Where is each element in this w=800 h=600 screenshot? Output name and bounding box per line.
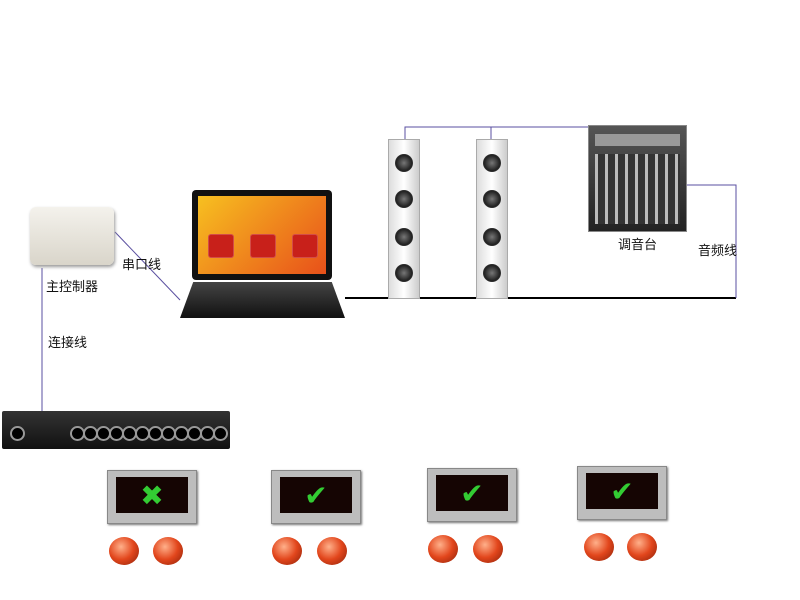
mixer (588, 125, 687, 232)
station-display-1: ✖ (107, 470, 197, 524)
check-icon: ✔ (436, 475, 508, 511)
buzzer-button[interactable] (272, 537, 302, 565)
main-controller (30, 207, 114, 265)
station-display-3: ✔ (427, 468, 517, 522)
buzzer-button[interactable] (317, 537, 347, 565)
buzzer-button[interactable] (153, 537, 183, 565)
connect-line-label: 连接线 (48, 336, 88, 351)
check-icon: ✔ (280, 477, 352, 513)
serial-line-label: 串口线 (122, 258, 162, 273)
cross-icon: ✖ (116, 477, 188, 513)
controller-label: 主控制器 (46, 280, 99, 295)
buzzer-button[interactable] (428, 535, 458, 563)
check-icon: ✔ (586, 473, 658, 509)
speaker-2 (476, 139, 508, 299)
mixer-label: 调音台 (618, 238, 658, 253)
buzzer-button[interactable] (627, 533, 657, 561)
connection-rack (2, 411, 230, 449)
buzzer-button[interactable] (584, 533, 614, 561)
laptop (180, 185, 345, 318)
audio-line-label: 音频线 (698, 244, 738, 259)
station-display-4: ✔ (577, 466, 667, 520)
buzzer-button[interactable] (473, 535, 503, 563)
station-display-2: ✔ (271, 470, 361, 524)
speaker-1 (388, 139, 420, 299)
buzzer-button[interactable] (109, 537, 139, 565)
